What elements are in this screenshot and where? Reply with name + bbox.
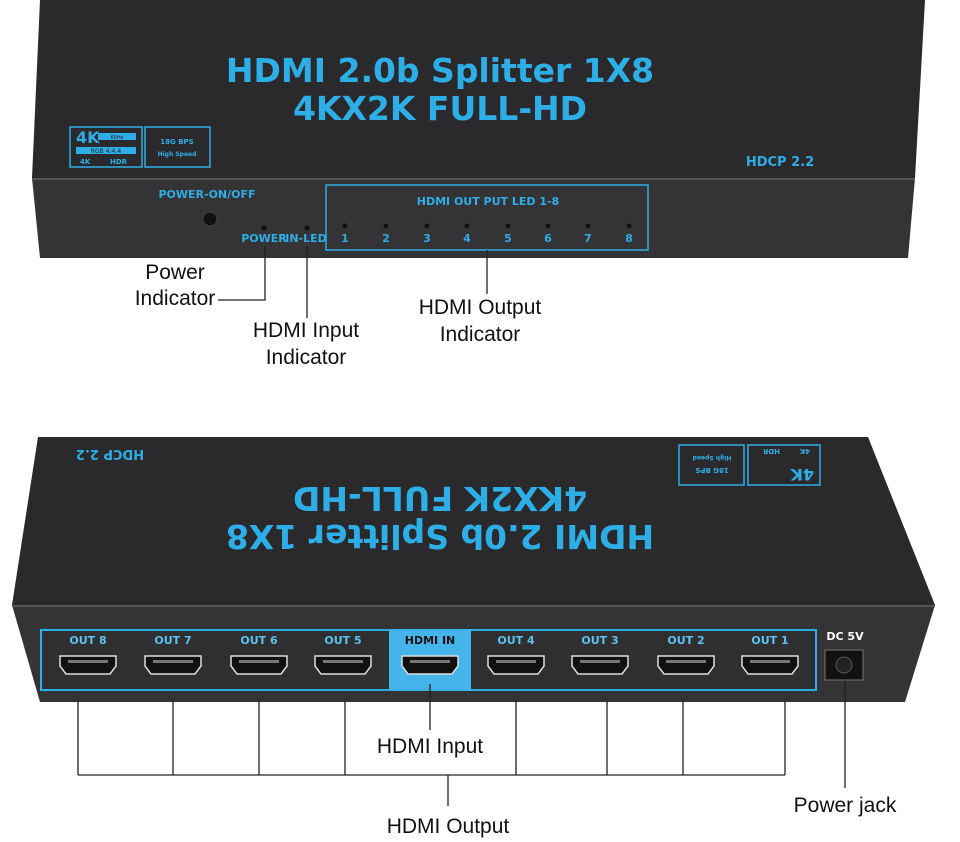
svg-text:60Hz: 60Hz <box>111 135 124 141</box>
port-label: OUT 4 <box>497 634 535 647</box>
top-device-top-face <box>32 0 925 178</box>
output-led-title: HDMI OUT PUT LED 1-8 <box>417 195 560 208</box>
output-led <box>464 223 470 229</box>
svg-text:4K: 4K <box>76 128 100 147</box>
dc-label: DC 5V <box>826 630 864 643</box>
input-led <box>304 225 310 231</box>
svg-text:HDR: HDR <box>110 158 128 166</box>
power-led <box>261 225 267 231</box>
output-led <box>424 223 430 229</box>
port-label: OUT 3 <box>581 634 618 647</box>
port-label: HDMI IN <box>405 634 456 647</box>
callout-hdmi-output: HDMI Output <box>387 815 510 838</box>
hdmi-output-port[interactable] <box>144 655 202 675</box>
hdmi-output-port[interactable] <box>487 655 545 675</box>
input-led-label: IN-LED <box>285 232 327 245</box>
hdmi-input-port[interactable] <box>401 655 459 675</box>
hdmi-output-port[interactable] <box>571 655 629 675</box>
bottom-callouts: HDMI Input HDMI Output Power jack <box>77 680 897 838</box>
title-line2: 4KX2K FULL-HD <box>293 89 587 128</box>
output-led <box>545 223 551 229</box>
port-label: OUT 7 <box>154 634 191 647</box>
callout-power-jack: Power jack <box>794 794 897 817</box>
port-row: OUT 8 OUT 7 OUT 6 OUT 5 HDMI IN OUT 4 OUT 3 OUT… <box>59 634 799 675</box>
power-led-label: POWER <box>241 232 287 245</box>
hdmi-output-port[interactable] <box>657 655 715 675</box>
bottom-title-line1: HDMI 2.0b Splitter 1X8 <box>226 517 654 556</box>
svg-text:4K: 4K <box>799 447 810 455</box>
output-led <box>342 223 348 229</box>
bottom-device-top-face <box>12 437 935 605</box>
output-led-number: 4 <box>463 232 471 245</box>
output-led <box>383 223 389 229</box>
svg-text:4K: 4K <box>80 158 91 166</box>
bottom-title-line2: 4KX2K FULL-HD <box>293 479 587 518</box>
callout-input-2: Indicator <box>266 346 347 369</box>
port-label: OUT 1 <box>751 634 788 647</box>
svg-text:18G BPS: 18G BPS <box>695 466 728 474</box>
hdcp-label: HDCP 2.2 <box>746 155 814 170</box>
hdmi-output-port[interactable] <box>230 655 288 675</box>
output-led-number: 1 <box>341 232 349 245</box>
top-callouts: Power Indicator HDMI Input Indicator HDM… <box>135 246 542 369</box>
hdmi-output-port[interactable] <box>314 655 372 675</box>
port-label: OUT 6 <box>240 634 278 647</box>
output-led-number: 5 <box>504 232 512 245</box>
top-device: HDMI 2.0b Splitter 1X8 4KX2K FULL-HD HDC… <box>32 0 925 258</box>
output-led-number: 8 <box>625 232 633 245</box>
top-device-front-face <box>32 178 915 258</box>
callout-hdmi-input: HDMI Input <box>377 735 483 758</box>
callout-power-1: Power <box>145 261 205 284</box>
callout-power-2: Indicator <box>135 287 216 310</box>
bottom-device: HDMI 2.0b Splitter 1X8 4KX2K FULL-HD HDC… <box>12 437 935 702</box>
badge-4k: 4K 60Hz RGB 4:4:4 4K HDR <box>69 126 143 168</box>
hdmi-output-port[interactable] <box>741 655 799 675</box>
badge-speed: 18G BPS High Speed <box>144 126 211 168</box>
callout-output-1: HDMI Output <box>419 296 542 319</box>
dc-power-jack[interactable] <box>824 649 864 681</box>
hdmi-output-port[interactable] <box>59 655 117 675</box>
output-led <box>626 223 632 229</box>
output-led-number: 7 <box>584 232 592 245</box>
port-label: OUT 8 <box>69 634 106 647</box>
output-led <box>585 223 591 229</box>
output-led <box>505 223 511 229</box>
port-label: OUT 2 <box>667 634 704 647</box>
power-switch-label: POWER-ON/OFF <box>158 188 255 201</box>
callout-input-1: HDMI Input <box>253 319 359 342</box>
svg-text:4K: 4K <box>790 465 814 484</box>
output-led-row: 1 2 3 4 5 6 7 8 <box>341 223 633 245</box>
svg-text:RGB 4:4:4: RGB 4:4:4 <box>91 148 122 155</box>
output-led-number: 2 <box>382 232 390 245</box>
port-label: OUT 5 <box>324 634 361 647</box>
svg-text:18G BPS: 18G BPS <box>160 138 193 146</box>
title-line1: HDMI 2.0b Splitter 1X8 <box>226 51 654 90</box>
svg-text:High Speed: High Speed <box>693 454 732 461</box>
bottom-hdcp-label: HDCP 2.2 <box>76 446 144 461</box>
output-led-number: 6 <box>544 232 552 245</box>
output-led-number: 3 <box>423 232 431 245</box>
callout-output-2: Indicator <box>440 323 521 346</box>
power-button[interactable] <box>202 211 218 227</box>
svg-text:High Speed: High Speed <box>158 151 197 158</box>
svg-text:HDR: HDR <box>762 447 780 455</box>
